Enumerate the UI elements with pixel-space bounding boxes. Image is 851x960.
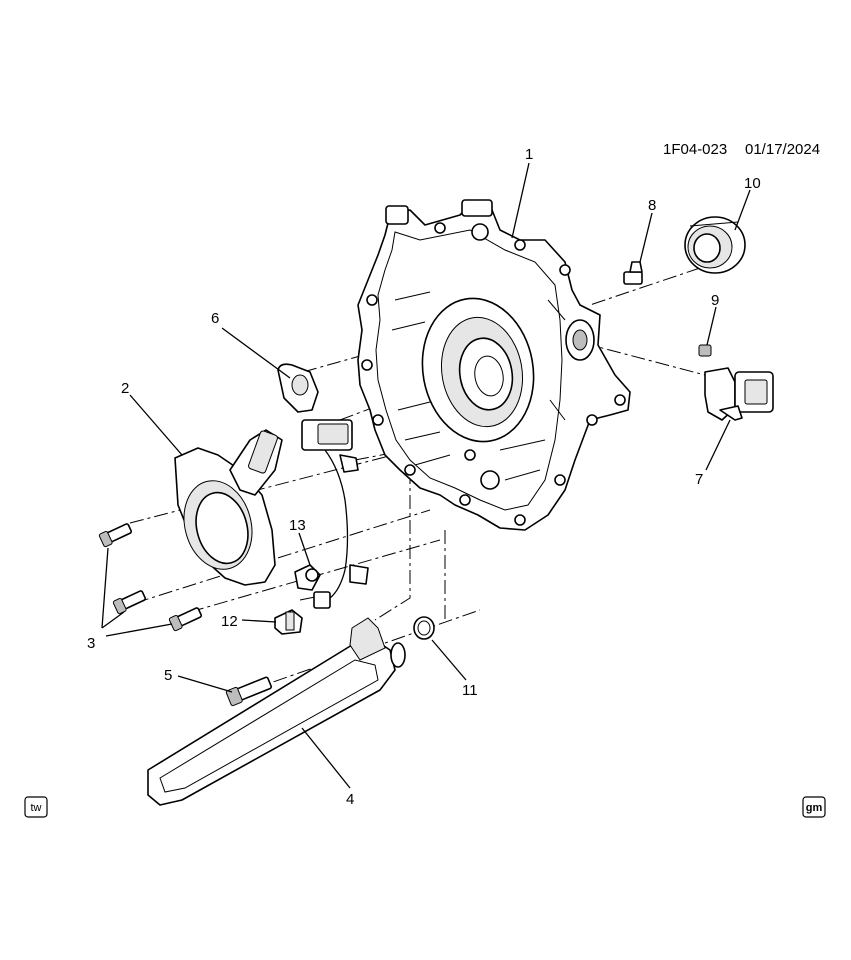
transmission-case-housing bbox=[357, 199, 631, 531]
callout-12: 12 bbox=[221, 613, 238, 630]
callout-3: 3 bbox=[87, 635, 95, 652]
callout-13: 13 bbox=[289, 517, 306, 534]
connector-plug bbox=[274, 609, 303, 635]
speed-sensor bbox=[704, 367, 774, 421]
callout-labels: 1 2 3 4 5 6 7 8 9 10 11 12 13 bbox=[87, 146, 761, 808]
callout-5: 5 bbox=[164, 667, 172, 684]
callout-11: 11 bbox=[462, 682, 478, 699]
cover-housing bbox=[174, 429, 283, 586]
fitting-plug bbox=[623, 261, 643, 285]
tw-badge: tw bbox=[24, 796, 48, 818]
bolts bbox=[98, 523, 203, 632]
small-nut bbox=[698, 344, 712, 357]
sensor-shield bbox=[277, 363, 319, 413]
seal bbox=[684, 216, 746, 274]
sensor-harness bbox=[301, 419, 369, 609]
callout-9: 9 bbox=[711, 292, 719, 309]
filter-pan bbox=[147, 617, 406, 806]
callout-7: 7 bbox=[695, 471, 703, 488]
diagram-date: 01/17/2024 bbox=[745, 141, 820, 158]
gm-badge-text: gm bbox=[806, 802, 823, 814]
callout-6: 6 bbox=[211, 310, 219, 327]
callout-10: 10 bbox=[744, 175, 761, 192]
callout-1: 1 bbox=[525, 146, 533, 163]
gm-logo-badge: gm bbox=[802, 796, 826, 818]
bracket-clip bbox=[294, 564, 321, 591]
o-ring bbox=[413, 616, 435, 640]
callout-2: 2 bbox=[121, 380, 129, 397]
callout-8: 8 bbox=[648, 197, 656, 214]
leader-lines bbox=[101, 162, 751, 789]
tw-badge-text: tw bbox=[31, 802, 42, 814]
diagram-doc-id: 1F04-023 bbox=[663, 141, 727, 158]
callout-4: 4 bbox=[346, 791, 354, 808]
